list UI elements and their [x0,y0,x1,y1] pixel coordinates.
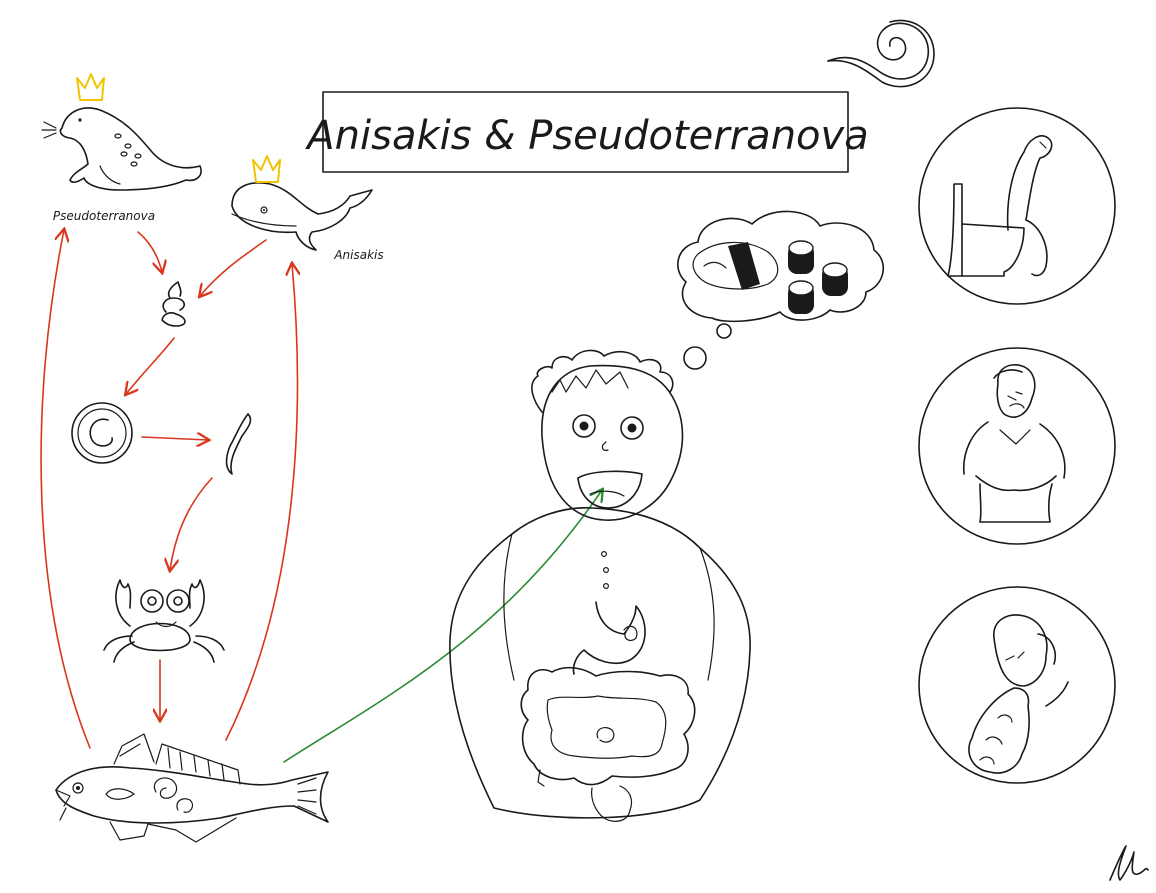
title-box: Anisakis & Pseudoterranova [304,91,869,173]
abdominal-pain-icon [918,347,1116,545]
crown-icon [252,155,281,183]
egg-icon [71,402,133,464]
sushi-thought-icon [677,210,885,370]
worm-icon [827,19,935,88]
crown-icon [76,73,105,101]
feces-icon [161,281,186,327]
vomiting-icon [918,586,1116,784]
fish-icon [55,733,329,843]
larva-icon [225,413,252,475]
crab-icon [103,579,225,663]
lifecycle-arrows [40,230,297,749]
whale-label: Anisakis [333,248,383,262]
whale-icon [231,182,373,251]
infection-arrow [283,490,602,763]
seal-label: Pseudoterranova [53,209,155,223]
diagram-title: Anisakis & Pseudoterranova [304,113,868,159]
signature-icon [1109,845,1149,881]
seal-icon [41,107,202,191]
toilet-diarrhea-icon [918,107,1116,305]
person-icon [449,349,751,822]
